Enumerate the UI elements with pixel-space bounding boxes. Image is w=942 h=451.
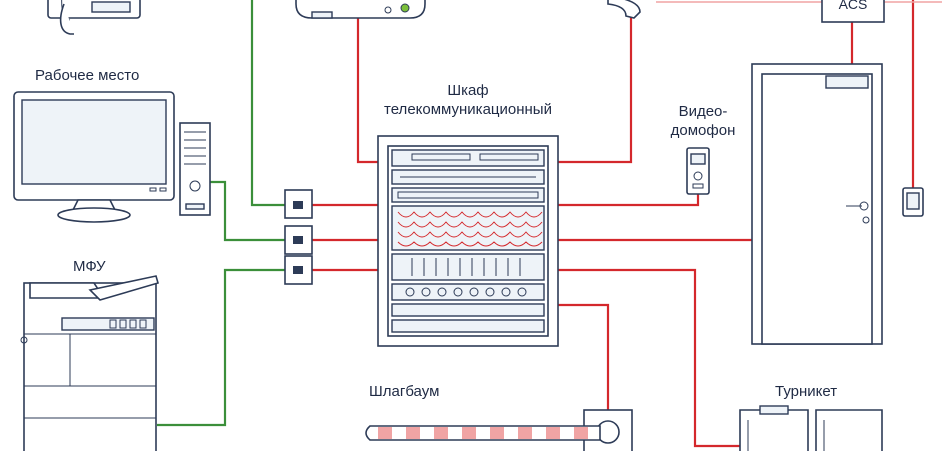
label-intercom-line1: Видео- <box>678 103 728 120</box>
barrier <box>365 409 633 451</box>
label-intercom-line2: домофон <box>670 122 736 139</box>
green-cables <box>157 0 285 427</box>
label-workstation: Рабочее место <box>35 67 140 84</box>
label-mfu: МФУ <box>73 258 106 275</box>
cable-cabinet-to-turnstile <box>556 268 740 448</box>
acs-box <box>821 0 885 23</box>
telecom-cabinet <box>377 135 559 347</box>
projector <box>295 0 426 19</box>
cable-cabinet-to-intercom <box>556 194 700 207</box>
cable-workstation-to-socket <box>210 180 285 242</box>
cable-camera-to-cabinet <box>556 8 633 164</box>
mfu-printer <box>20 275 159 451</box>
label-turnstile: Турникет <box>775 383 838 400</box>
cable-mfu-to-socket <box>157 268 285 427</box>
wall-sockets <box>284 189 313 285</box>
label-acs: ACS <box>838 0 868 12</box>
cable-cabinet-to-barrier <box>556 303 610 410</box>
telephone <box>47 0 141 35</box>
label-barrier: Шлагбаум <box>369 383 440 400</box>
workstation <box>13 91 211 223</box>
card-reader <box>902 187 924 217</box>
label-cabinet-line1: Шкаф <box>447 82 489 99</box>
camera-mount <box>607 0 641 19</box>
red-cables <box>312 0 915 448</box>
door <box>751 63 883 345</box>
cable-phone-to-socket <box>250 0 285 207</box>
label-cabinet-line2: телекоммуникационный <box>384 101 552 118</box>
turnstile <box>739 405 883 451</box>
video-intercom <box>686 147 710 195</box>
